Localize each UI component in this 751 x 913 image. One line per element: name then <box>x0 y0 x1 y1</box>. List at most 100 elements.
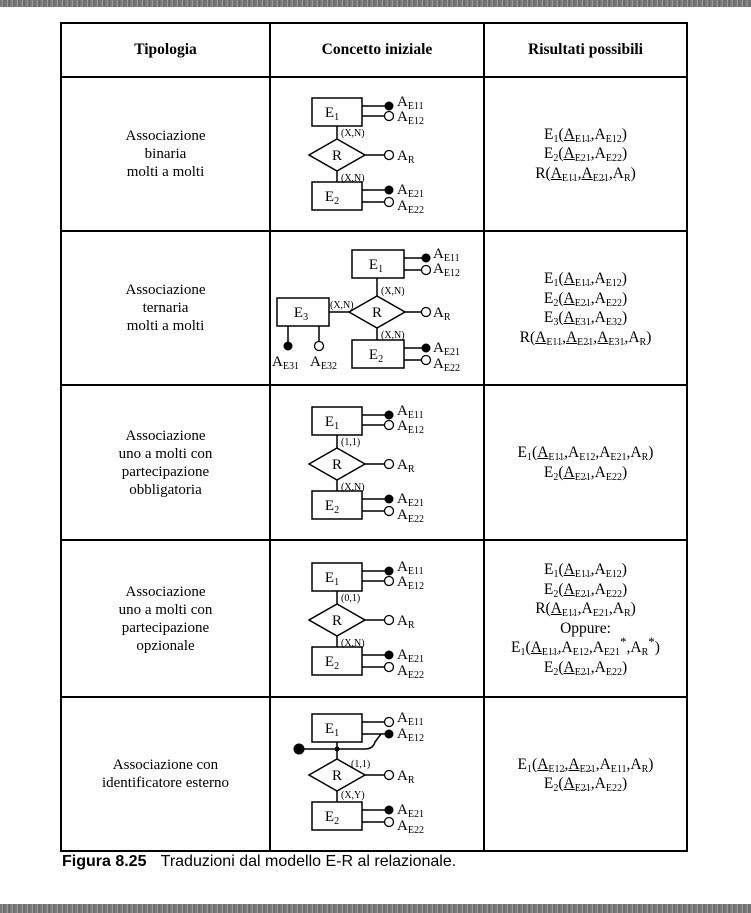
er-diagram-cell: E1 E2 E3 R (X,N) (X,N) (X,N) AE11 AE12 A… <box>269 230 485 386</box>
header-concetto-iniziale: Concetto iniziale <box>269 22 485 78</box>
svg-text:AE22: AE22 <box>397 507 424 525</box>
svg-text:(X,N): (X,N) <box>330 300 354 311</box>
er-diagram-one-to-many-mandatory: E1 E2 R (1,1) (X,N) AE11 AE12 AR AE21 AE… <box>307 403 424 525</box>
tipologia-cell: Associazione uno a molti con partecipazi… <box>60 539 271 698</box>
results-cell: E1(AE11,AE12,AE21,AR) E2(AE21,AE22) <box>483 384 688 541</box>
tipologia-line: uno a molti con <box>118 601 213 618</box>
svg-text:(X,Y): (X,Y) <box>341 790 365 801</box>
tipologia-line: binaria <box>144 146 187 162</box>
svg-text:AR: AR <box>397 768 415 786</box>
result-line: E1(AE11,AE12,AE21,AR) <box>517 444 654 463</box>
tipologia-line: ternaria <box>142 300 189 316</box>
result-line: E2(AE21,AE22) <box>543 463 628 483</box>
result-line: R(AE11,AE21,AR) <box>535 164 636 184</box>
svg-text:E1: E1 <box>325 105 339 123</box>
tipologia-line: identificatore esterno <box>101 775 230 791</box>
bottom-decorative-bar <box>0 904 751 913</box>
er-diagram-ternary: E1 E2 E3 R (X,N) (X,N) (X,N) AE11 AE12 A… <box>272 246 460 374</box>
tipologia-line: Associazione <box>125 427 206 444</box>
er-diagram-cell: E1 E2 R (1,1) (X,Y) AE11 AE12 AR AE21 AE… <box>269 696 485 852</box>
svg-text:AE31: AE31 <box>272 354 299 372</box>
table-row: Associazione binaria molti a molti <box>60 76 688 232</box>
tipologia-line: Associazione <box>125 583 206 600</box>
svg-text:AR: AR <box>397 613 415 631</box>
svg-text:R: R <box>372 305 382 321</box>
header-risultati-possibili: Risultati possibili <box>483 22 688 78</box>
tipologia-cell: Associazione binaria molti a molti <box>60 76 271 232</box>
tipologia-cell: Associazione uno a molti con partecipazi… <box>60 384 271 541</box>
tipologia-line: molti a molti <box>126 164 205 180</box>
figure-caption-text: Traduzioni dal modello E-R al relazional… <box>160 853 457 870</box>
tipologia-line: obbligatoria <box>129 481 202 498</box>
svg-text:E1: E1 <box>369 257 383 275</box>
result-line: E1(AE11,AE12,AE21*,AR*) <box>511 633 660 658</box>
svg-text:E2: E2 <box>325 654 339 672</box>
translation-table: Tipologia Concetto iniziale Risultati po… <box>60 22 688 852</box>
svg-text:(1,1): (1,1) <box>351 759 370 770</box>
svg-text:(X,N): (X,N) <box>341 638 365 649</box>
result-line: E1(AE11,AE12) <box>544 270 627 289</box>
result-line: E1(AE11,AE12) <box>544 561 627 580</box>
er-diagram-cell: E1 E2 R (1,1) (X,N) AE11 AE12 AR AE21 AE… <box>269 384 485 541</box>
table-row: Associazione ternaria molti a molti <box>60 230 688 386</box>
svg-text:(X,N): (X,N) <box>341 173 365 184</box>
svg-text:AE22: AE22 <box>433 356 460 374</box>
tipologia-line: Associazione <box>125 282 206 298</box>
svg-text:E2: E2 <box>325 189 339 207</box>
result-line: E2(AE21,AE22) <box>543 145 628 165</box>
svg-text:E1: E1 <box>325 721 339 739</box>
svg-text:AR: AR <box>397 457 415 475</box>
svg-text:(1,1): (1,1) <box>341 437 360 448</box>
svg-text:AR: AR <box>433 305 451 323</box>
tipologia-cell: Associazione ternaria molti a molti <box>60 230 271 386</box>
results-cell: E1(AE11,AE12) E2(AE21,AE22) R(AE11,AE21,… <box>483 76 688 232</box>
svg-text:(0,1): (0,1) <box>341 593 360 604</box>
svg-text:R: R <box>332 148 342 164</box>
result-line: E3(AE31,AE32) <box>543 309 628 328</box>
result-line: E1(AE12,AE21,AE11,AR) <box>517 755 654 775</box>
svg-text:R: R <box>332 457 342 473</box>
tipologia-line: partecipazione <box>121 463 210 480</box>
tipologia-line: uno a molti con <box>118 445 213 462</box>
results-cell: E1(AE11,AE12) E2(AE21,AE22) E3(AE31,AE32… <box>483 230 688 386</box>
tipologia-line: molti a molti <box>126 318 205 334</box>
svg-text:AE22: AE22 <box>397 663 424 681</box>
svg-text:E3: E3 <box>294 305 308 323</box>
svg-text:E1: E1 <box>325 570 339 588</box>
table-row: Associazione con identificatore esterno <box>60 696 688 852</box>
er-diagram-external-identifier: E1 E2 R (1,1) (X,Y) AE11 AE12 AR AE21 AE… <box>293 710 424 836</box>
result-line: E2(AE21,AE22) <box>543 580 628 600</box>
result-line: E1(AE11,AE12) <box>544 125 627 145</box>
svg-text:AE22: AE22 <box>397 818 424 836</box>
svg-text:(X,N): (X,N) <box>381 286 405 297</box>
table-header-row: Tipologia Concetto iniziale Risultati po… <box>60 22 688 78</box>
svg-text:AR: AR <box>397 148 415 166</box>
tipologia-line: opzionale <box>136 637 195 654</box>
header-tipologia: Tipologia <box>60 22 271 78</box>
er-diagram-one-to-many-optional: E1 E2 R (0,1) (X,N) AE11 AE12 AR AE21 AE… <box>307 559 424 681</box>
svg-text:(X,N): (X,N) <box>341 128 365 139</box>
result-line: R(AE11,AE21,AE31,AR) <box>519 328 652 348</box>
results-cell: E1(AE11,AE12) E2(AE21,AE22) R(AE11,AE21,… <box>483 539 688 698</box>
result-line: E2(AE21,AE22) <box>543 289 628 309</box>
result-line: R(AE11,AE21,AR) <box>535 600 636 619</box>
svg-text:R: R <box>332 768 342 784</box>
top-decorative-bar <box>0 0 751 7</box>
er-diagram-binary: E1 E2 R (X,N) (X,N) AE11 AE12 AR AE21 AE… <box>307 94 424 216</box>
svg-text:E2: E2 <box>369 347 383 365</box>
result-line: E2(AE21,AE22) <box>543 775 628 794</box>
svg-text:E2: E2 <box>325 809 339 827</box>
svg-text:AE32: AE32 <box>310 354 337 372</box>
svg-text:E1: E1 <box>325 414 339 432</box>
table-row: Associazione uno a molti con partecipazi… <box>60 384 688 541</box>
figure-caption: Figura 8.25 Traduzioni dal modello E-R a… <box>62 853 456 871</box>
tipologia-line: Associazione con <box>112 757 219 773</box>
figure-label: Figura 8.25 <box>62 853 147 870</box>
tipologia-line: partecipazione <box>121 619 210 636</box>
svg-text:AE22: AE22 <box>397 198 424 216</box>
table-row: Associazione uno a molti con partecipazi… <box>60 539 688 698</box>
results-cell: E1(AE12,AE21,AE11,AR) E2(AE21,AE22) <box>483 696 688 852</box>
svg-text:AE12: AE12 <box>397 726 424 744</box>
svg-text:(X,N): (X,N) <box>341 482 365 493</box>
svg-text:(X,N): (X,N) <box>381 330 405 341</box>
